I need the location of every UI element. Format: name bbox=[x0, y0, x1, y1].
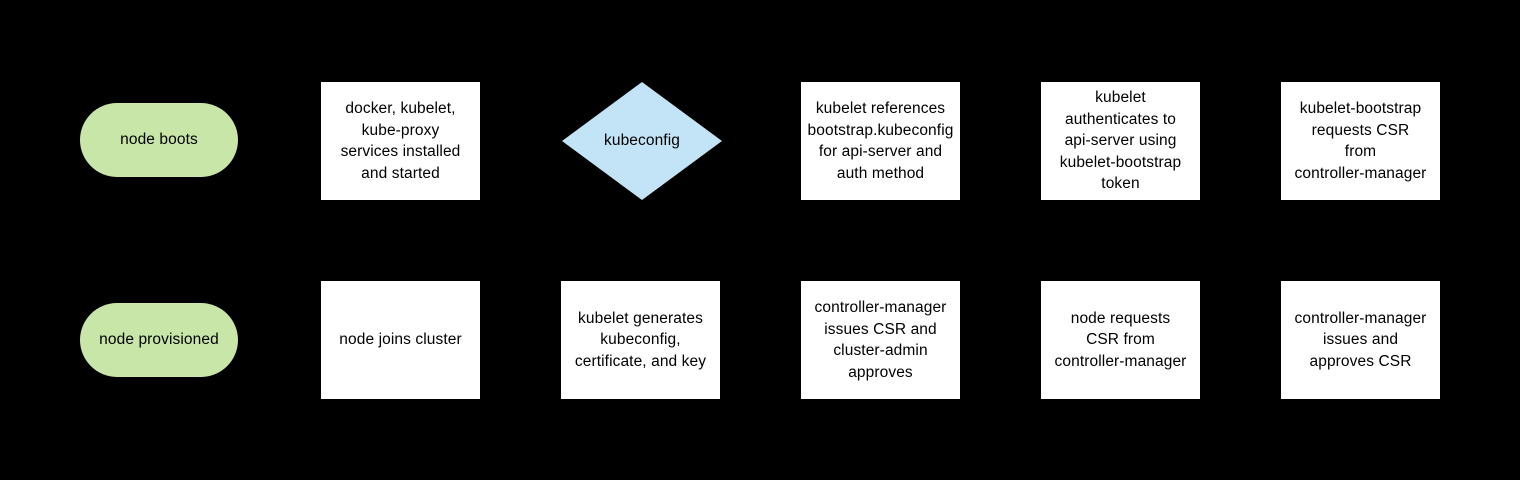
flow-node-node-joins-cluster[interactable]: node joins cluster bbox=[321, 281, 480, 399]
flow-node-label: controller-manager issues and approves C… bbox=[1294, 309, 1427, 370]
flow-node-label: controller-manager issues CSR and cluste… bbox=[814, 299, 947, 381]
flow-node-label: node requests CSR from controller-manage… bbox=[1054, 309, 1187, 370]
flow-node-cm-issues-csr[interactable]: controller-manager issues CSR and cluste… bbox=[801, 281, 960, 399]
flow-node-kubeconfig-decision[interactable]: kubeconfig bbox=[562, 82, 722, 200]
flow-node-node-provisioned[interactable]: node provisioned bbox=[80, 303, 238, 377]
flow-node-cm-issues-approves[interactable]: controller-manager issues and approves C… bbox=[1281, 281, 1440, 399]
flow-node-kubelet-authenticates[interactable]: kubelet authenticates to api-server usin… bbox=[1041, 82, 1200, 200]
flow-node-bootstrap-requests-csr[interactable]: kubelet-bootstrap requests CSR from cont… bbox=[1281, 82, 1440, 200]
flow-node-label: kubeconfig bbox=[604, 132, 680, 150]
flow-node-label: kubelet references bootstrap.kubeconfig … bbox=[807, 100, 954, 182]
flow-node-label: node provisioned bbox=[99, 331, 219, 349]
flow-node-label: kubelet generates kubeconfig, certificat… bbox=[574, 309, 707, 370]
flow-node-label: node boots bbox=[120, 131, 198, 149]
flow-node-label: docker, kubelet, kube-proxy services ins… bbox=[340, 100, 461, 182]
flow-node-kubelet-generates[interactable]: kubelet generates kubeconfig, certificat… bbox=[561, 281, 720, 399]
flow-node-kubelet-references-bootstrap[interactable]: kubelet references bootstrap.kubeconfig … bbox=[801, 82, 960, 200]
flow-node-label: kubelet-bootstrap requests CSR from cont… bbox=[1294, 100, 1427, 182]
flow-node-label: node joins cluster bbox=[339, 331, 462, 349]
flow-node-node-requests-csr[interactable]: node requests CSR from controller-manage… bbox=[1041, 281, 1200, 399]
flow-node-label: kubelet authenticates to api-server usin… bbox=[1059, 89, 1182, 193]
flow-node-node-boots[interactable]: node boots bbox=[80, 103, 238, 177]
flow-node-services-installed[interactable]: docker, kubelet, kube-proxy services ins… bbox=[321, 82, 480, 200]
diamond-shape-icon bbox=[562, 82, 722, 200]
